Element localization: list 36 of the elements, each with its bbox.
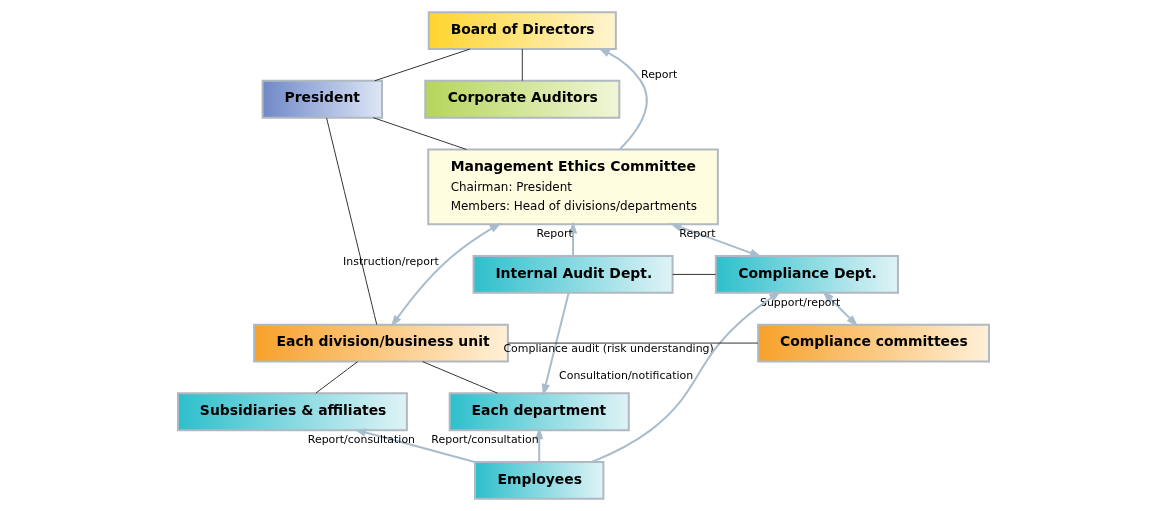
node-box: Each department [448, 392, 630, 432]
node-box: Compliance Dept. [714, 255, 899, 294]
edge-label: Report [641, 67, 678, 81]
edge-label: Report/consultation [307, 432, 416, 446]
connector [672, 273, 717, 275]
edge-label: Report/consultation [431, 433, 539, 447]
connector [326, 117, 378, 326]
node-box: Compliance committees [757, 323, 990, 363]
edge-label: Instruction/report [343, 255, 439, 269]
edge-label: Compliance audit (risk understanding) [503, 341, 714, 355]
node-box: President [261, 79, 383, 119]
arrow [568, 221, 578, 257]
edge-label: Report [679, 226, 716, 240]
arrow [822, 290, 859, 327]
arrow [669, 223, 762, 257]
edge-label: Support/report [759, 295, 841, 309]
arrow [535, 427, 544, 463]
arrow [390, 222, 502, 328]
node-box: Internal Audit Dept. [472, 255, 674, 294]
connector [521, 48, 523, 82]
connector [374, 48, 471, 82]
arrow [598, 47, 648, 151]
connector [507, 342, 759, 344]
connector [372, 117, 467, 150]
node-box: Board of Directors [427, 11, 617, 50]
connector [422, 361, 499, 394]
node-box: Corporate Auditors [424, 79, 621, 119]
arrow [541, 291, 570, 396]
node-box: Subsidiaries & affiliates [177, 392, 408, 432]
node-box: Employees [474, 461, 605, 500]
edge-label: Report [536, 226, 573, 240]
arrow [354, 428, 476, 463]
edge-label: Consultation/notification [559, 369, 694, 383]
connector [315, 361, 359, 394]
arrow [591, 291, 781, 463]
node-box: Management Ethics Committee Chairman: President Members: Head of divisions/departments [427, 148, 719, 226]
